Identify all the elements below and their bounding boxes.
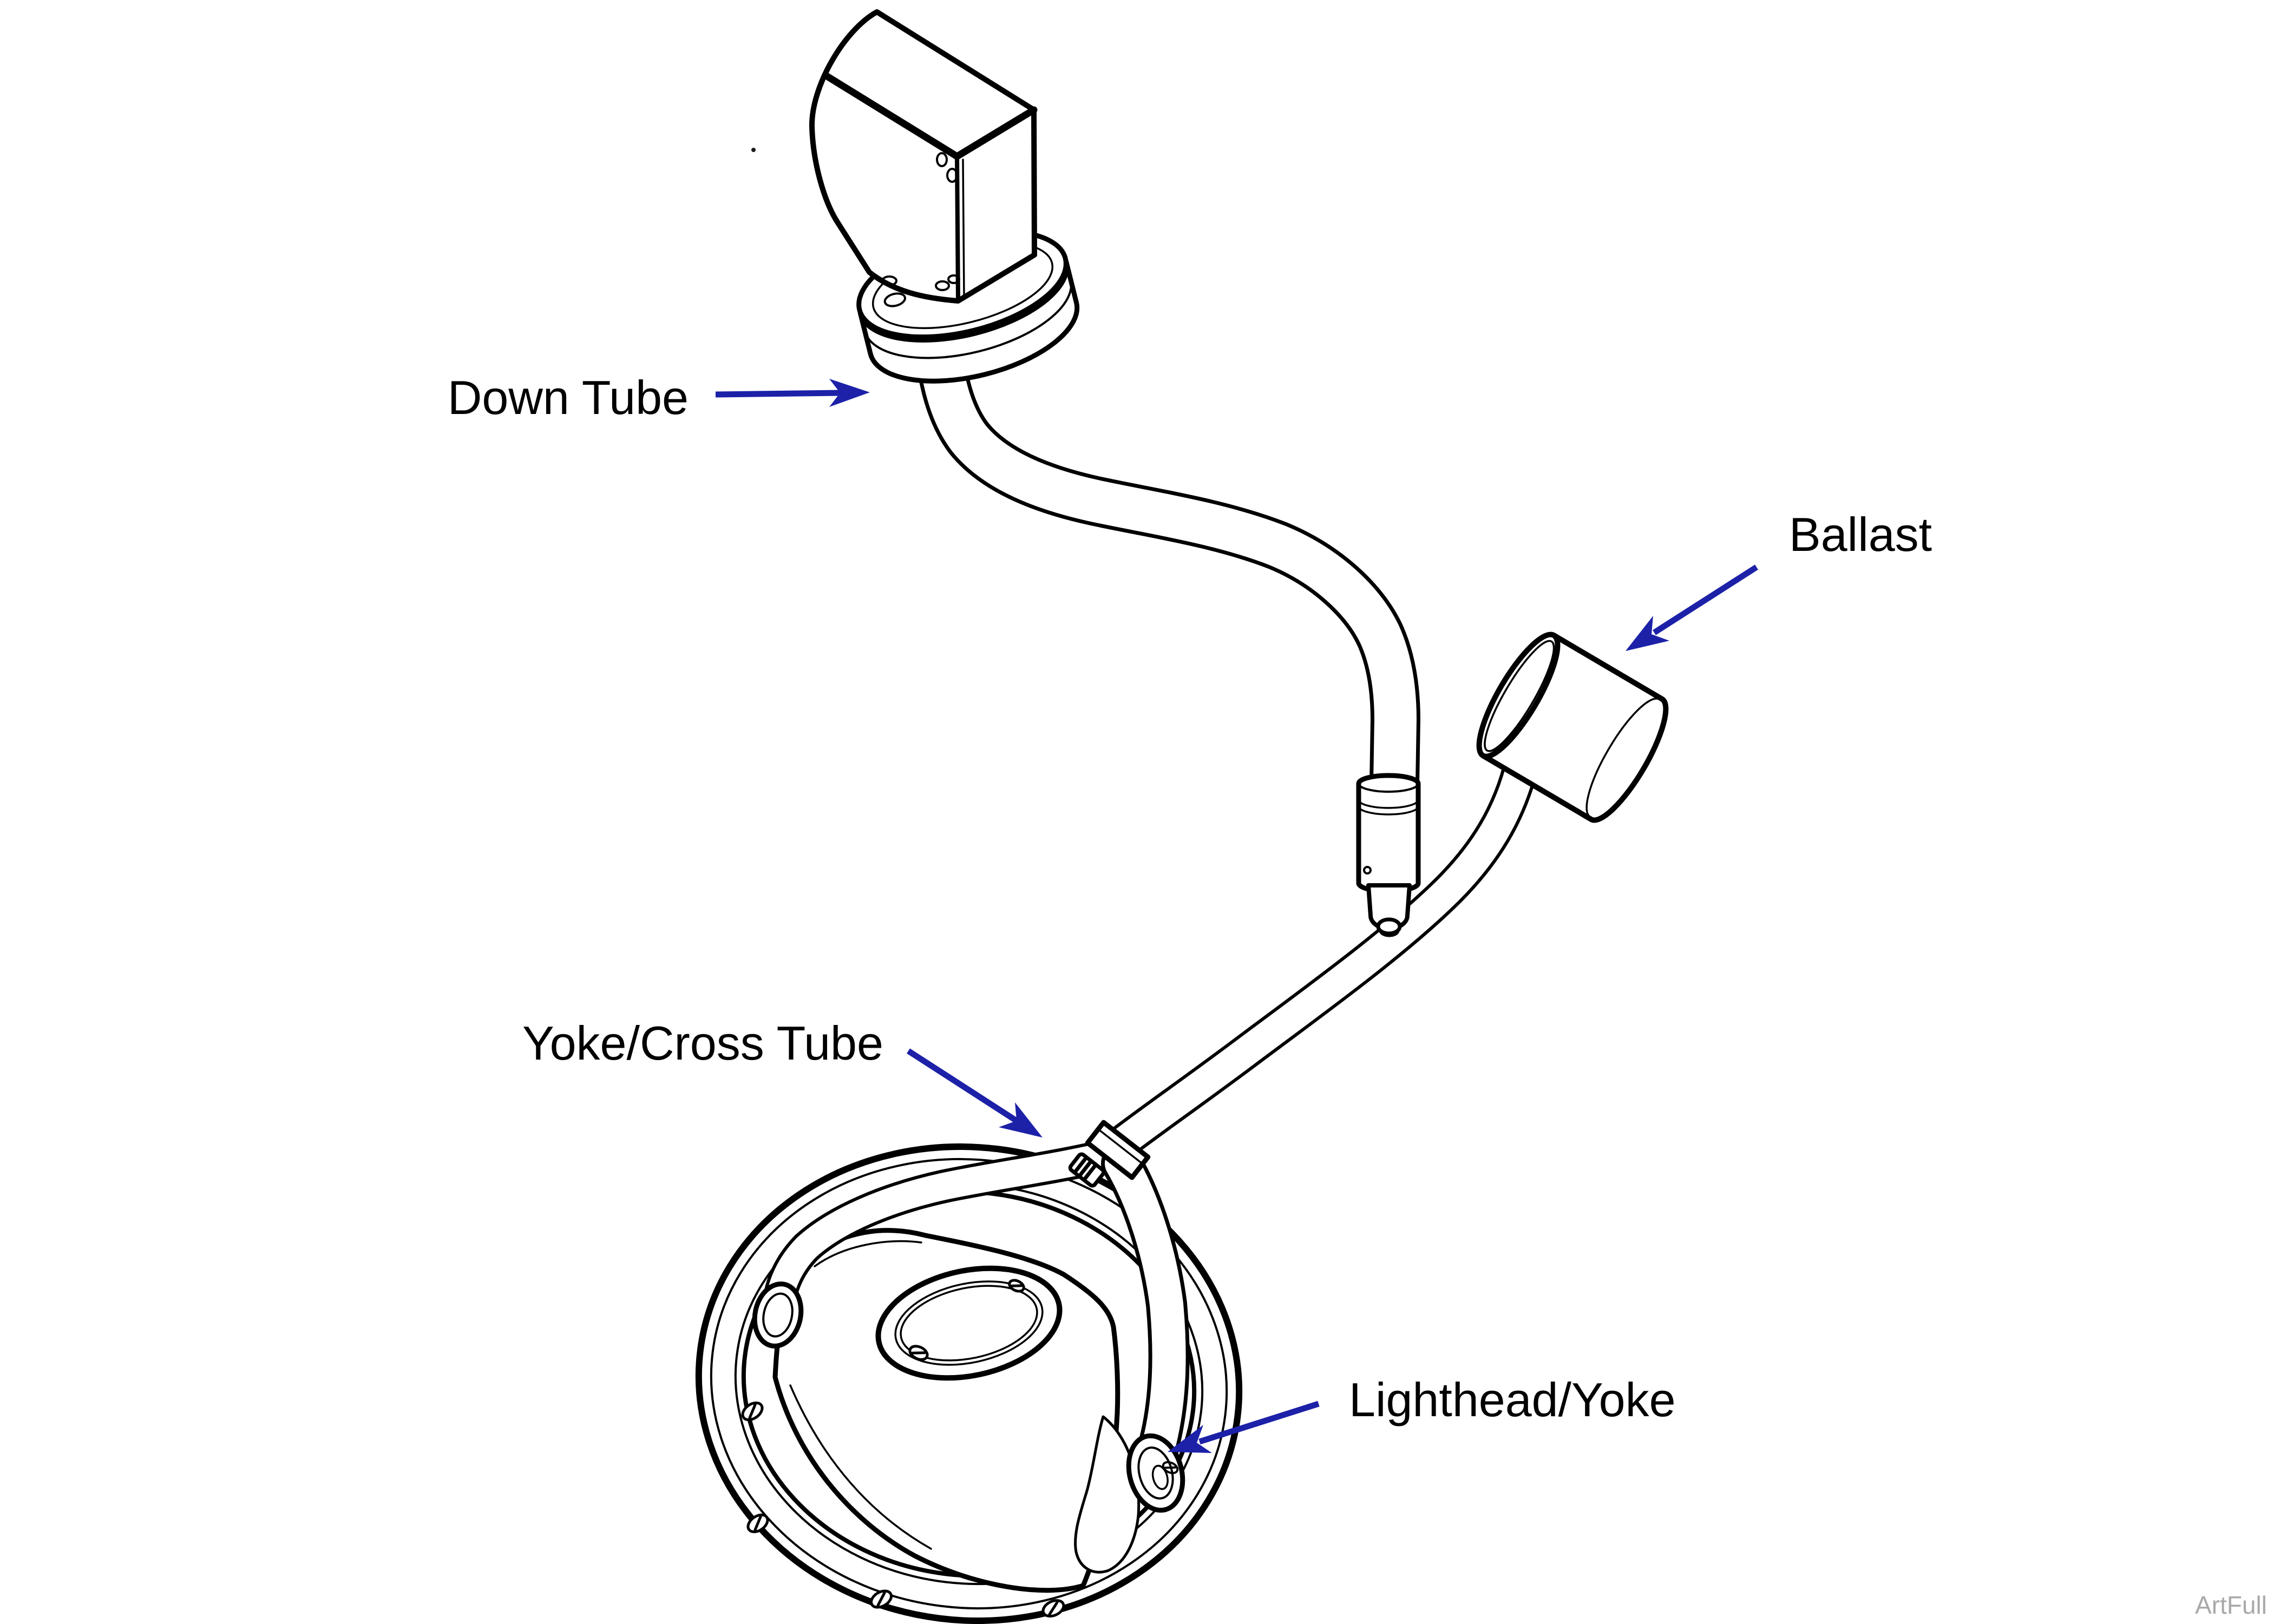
flange-skirt — [857, 259, 1080, 384]
yoke-cross-tube-arrow — [907, 1048, 1021, 1126]
yoke-cross-tube-arrowhead-icon — [999, 1102, 1043, 1138]
label-lighthead-yoke: Lighthead/Yoke — [1349, 1373, 1676, 1426]
junction-box — [809, 9, 1038, 304]
knurled-screw — [1068, 1152, 1106, 1188]
down-tube — [912, 300, 1420, 808]
hub-screw — [1162, 1461, 1179, 1475]
cross-tube — [1098, 744, 1540, 1165]
down-tube-arrow — [715, 390, 842, 398]
box-screw — [936, 152, 948, 167]
rim-screw — [746, 1513, 769, 1534]
box-screw — [881, 275, 897, 286]
ballast-end-cap — [1476, 632, 1561, 759]
yoke-left-arm — [752, 1139, 1124, 1349]
ballast — [1476, 632, 1669, 823]
rim-screw — [870, 1589, 893, 1609]
label-yoke-cross-tube: Yoke/Cross Tube — [522, 1016, 883, 1070]
lighthead-yoke-arrow — [1198, 1401, 1320, 1445]
box-screw — [947, 274, 960, 284]
ballast-arrow — [1653, 564, 1758, 635]
lens-screw — [1008, 1279, 1025, 1293]
rim-screw — [1041, 1599, 1065, 1618]
flange-screw-hole — [883, 292, 906, 307]
yoke-left-boss — [752, 1281, 804, 1349]
lighthead-yoke-arrowhead-icon — [1168, 1425, 1212, 1453]
yoke-right-arm — [1101, 1143, 1190, 1513]
down-tube-arrowhead-icon — [829, 379, 870, 407]
rim-screw — [741, 1401, 764, 1422]
dish-rim-screws — [741, 1401, 1065, 1618]
box-screw — [935, 280, 950, 291]
label-ballast: Ballast — [1789, 508, 1932, 561]
lens-screw — [908, 1345, 929, 1361]
ballast-arrowhead-icon — [1626, 616, 1669, 651]
watermark: ArtFull — [2195, 1591, 2267, 1619]
label-down-tube: Down Tube — [448, 371, 689, 424]
callout-arrows — [715, 379, 1758, 1453]
yoke-collar — [1068, 1120, 1151, 1188]
callout-labels: Down Tube Ballast Yoke/Cross Tube Lighth… — [448, 371, 1932, 1426]
yoke-pivot-hub — [1126, 1433, 1185, 1513]
stray-dot — [751, 148, 756, 152]
box-screw — [946, 168, 958, 183]
coupling — [1356, 773, 1421, 937]
